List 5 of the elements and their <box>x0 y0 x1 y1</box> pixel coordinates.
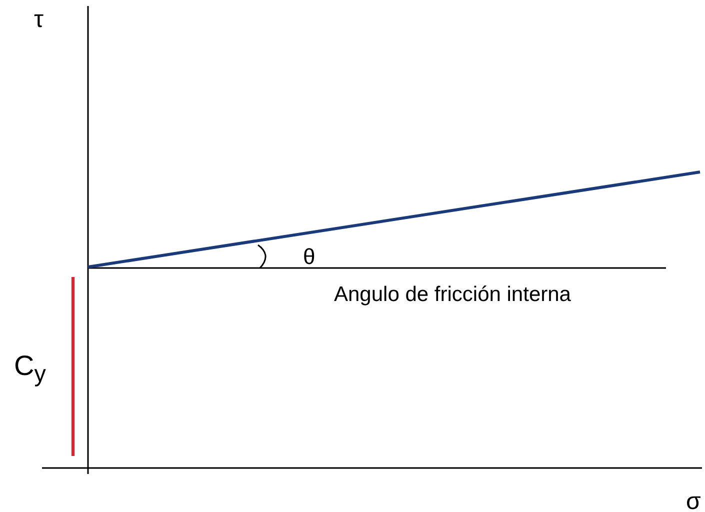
axis-label: C$_{y}$ <box>14 352 46 386</box>
annotation-text: Angulo de fricción interna <box>334 284 571 305</box>
axis-label: σ <box>686 490 701 512</box>
angle-label: θ <box>303 246 316 268</box>
axis-label: τ <box>34 8 44 32</box>
